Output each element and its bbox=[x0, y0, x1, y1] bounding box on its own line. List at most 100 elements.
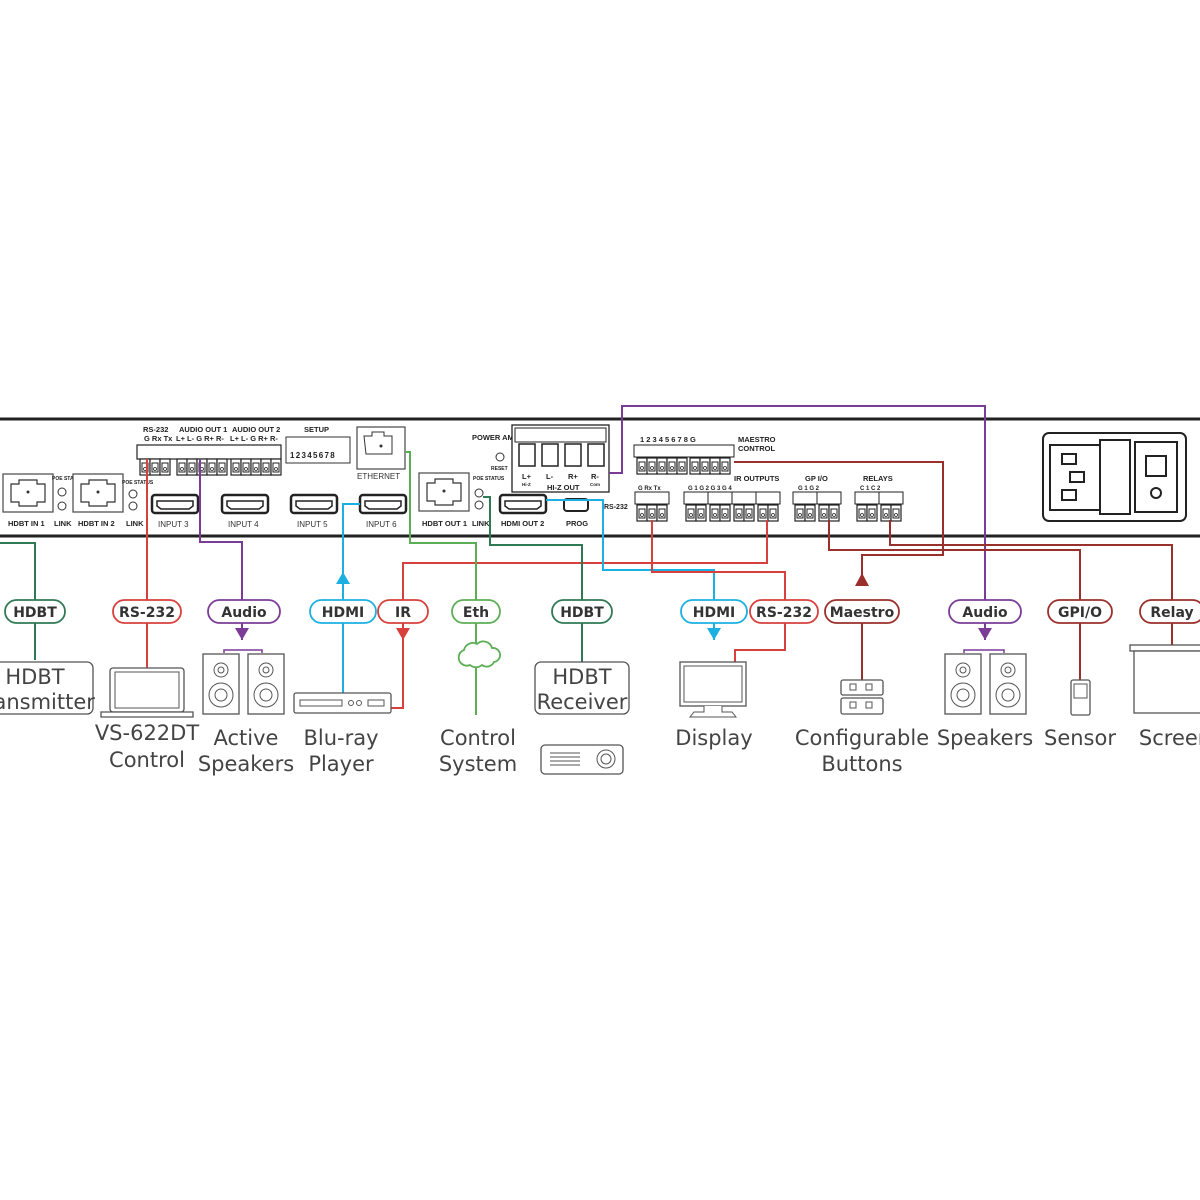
terminal-block bbox=[792, 491, 818, 505]
terminal-block bbox=[755, 491, 781, 505]
power-amp-label: POWER AMP bbox=[472, 433, 519, 442]
terminal-block bbox=[878, 491, 904, 505]
poe-status-label: POE STATUS bbox=[52, 476, 84, 482]
hiz-sub: Hi-Z bbox=[522, 482, 531, 487]
device-label: Configurable bbox=[795, 726, 929, 750]
maestro-control-label: CONTROL bbox=[738, 444, 775, 453]
connection-label-pill bbox=[824, 599, 900, 624]
hdbt-out-cable bbox=[483, 496, 583, 662]
sensor-icon bbox=[1070, 679, 1091, 716]
hdbt-in-2-label: HDBT IN 2 bbox=[78, 519, 115, 528]
device-label: System bbox=[439, 752, 517, 776]
connection-label: Audio bbox=[221, 605, 267, 621]
hdbt-out-1-port bbox=[418, 472, 470, 512]
hdbt-in-2-port bbox=[72, 473, 124, 513]
hdbt-in-1-label: HDBT IN 1 bbox=[8, 519, 45, 528]
connection-label: HDBT bbox=[13, 605, 57, 621]
terminal-block bbox=[707, 491, 733, 505]
connection-label: Maestro bbox=[830, 605, 895, 621]
terminal-pin bbox=[709, 504, 721, 522]
device-label: Screen bbox=[1139, 726, 1200, 750]
device-label: Receiver bbox=[537, 690, 628, 714]
input-5-label: INPUT 5 bbox=[297, 520, 328, 529]
input-6-label: INPUT 6 bbox=[366, 520, 397, 529]
terminal-pin bbox=[794, 504, 806, 522]
maestro-cable bbox=[734, 461, 944, 680]
terminal-pin bbox=[149, 458, 161, 476]
ethernet-cable bbox=[405, 451, 477, 715]
cloud-icon bbox=[457, 640, 501, 669]
terminal-pin bbox=[656, 504, 668, 522]
terminal-pin bbox=[159, 458, 171, 476]
input-4-port bbox=[220, 493, 270, 515]
ir-outputs-label: IR OUTPUTS bbox=[734, 474, 779, 483]
connection-label: IR bbox=[395, 605, 411, 621]
terminal-pin bbox=[743, 504, 755, 522]
poe-status-label: POE STATUS bbox=[122, 480, 154, 486]
device-label: HDBT bbox=[552, 665, 611, 689]
connection-label: RS-232 bbox=[119, 605, 175, 621]
arrow-down-icon bbox=[707, 628, 721, 640]
terminal-pin bbox=[260, 458, 272, 476]
connection-label: HDBT bbox=[560, 605, 604, 621]
terminal-pin bbox=[866, 504, 878, 522]
connection-label: HDMI bbox=[693, 605, 735, 621]
terminal-pin bbox=[689, 457, 701, 475]
terminal-pin bbox=[719, 457, 731, 475]
terminal-pin bbox=[695, 504, 707, 522]
input-3-label: INPUT 3 bbox=[158, 520, 189, 529]
hdmi-out-2-port bbox=[498, 493, 548, 515]
rs232-display-cable bbox=[651, 520, 786, 662]
prog-label: PROG bbox=[566, 519, 588, 528]
connection-label-pill bbox=[1139, 599, 1200, 624]
device-label: HDBT bbox=[5, 665, 64, 689]
input-4-label: INPUT 4 bbox=[228, 520, 259, 529]
hdbt-in-cable bbox=[0, 542, 36, 660]
terminal-pin bbox=[880, 504, 892, 522]
power-switch[interactable] bbox=[1134, 441, 1178, 513]
bluray-player-icon bbox=[293, 692, 392, 714]
hdbt-out-1-label: HDBT OUT 1 bbox=[422, 519, 467, 528]
reset-label: RESET bbox=[491, 466, 508, 472]
terminal-pin bbox=[230, 458, 242, 476]
hdbt-in-1-port bbox=[2, 473, 54, 513]
rs232-pins: G Rx Tx bbox=[638, 486, 661, 492]
terminal-block bbox=[683, 491, 709, 505]
relay-pins: C 1 C 2 bbox=[860, 486, 881, 492]
connection-label: Eth bbox=[463, 605, 489, 621]
laptop-icon bbox=[100, 667, 194, 718]
connection-label: HDMI bbox=[322, 605, 364, 621]
connection-label-pill bbox=[112, 599, 182, 624]
terminal-block bbox=[816, 491, 842, 505]
terminal-pin bbox=[804, 504, 816, 522]
device-label: Speakers bbox=[937, 726, 1033, 750]
input-5-port bbox=[289, 493, 339, 515]
com-sub: Com bbox=[590, 482, 600, 487]
link-label: LINK bbox=[472, 519, 490, 528]
terminal-pin bbox=[666, 457, 678, 475]
display-icon bbox=[679, 661, 747, 718]
connection-label-pill bbox=[551, 599, 613, 624]
terminal-pin bbox=[699, 457, 711, 475]
ir-cable bbox=[390, 520, 768, 709]
maestro-control-label: MAESTRO bbox=[738, 435, 776, 444]
connection-label: Audio bbox=[962, 605, 1008, 621]
terminal-block bbox=[731, 491, 757, 505]
link-led bbox=[128, 501, 138, 511]
terminal-pin bbox=[733, 504, 745, 522]
connection-label: RS-232 bbox=[756, 605, 812, 621]
terminal-pin bbox=[216, 458, 228, 476]
rs232-label: RS-232 bbox=[604, 504, 628, 511]
device-label: Blu-ray bbox=[303, 726, 378, 750]
device-label: Sensor bbox=[1044, 726, 1116, 750]
device-label: Display bbox=[675, 726, 752, 750]
control-terminal-blocks bbox=[634, 457, 904, 522]
device-label: Buttons bbox=[821, 752, 902, 776]
setup-dip-switch[interactable] bbox=[285, 436, 351, 464]
reset-button[interactable] bbox=[495, 452, 505, 462]
ethernet-label: ETHERNET bbox=[357, 472, 400, 481]
device-label: VS-622DT bbox=[95, 721, 200, 745]
hiz-pin: L+ bbox=[522, 472, 532, 481]
rs232-audio-terminal-blocks bbox=[136, 444, 282, 476]
connection-label-pill bbox=[1047, 599, 1113, 624]
